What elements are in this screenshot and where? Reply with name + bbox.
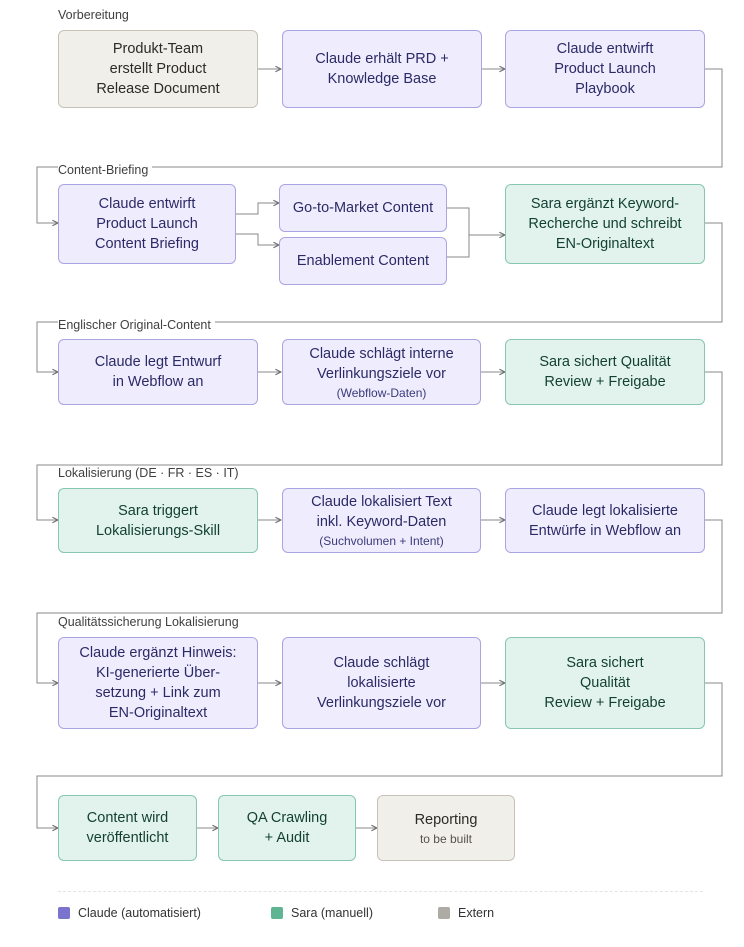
node-text: Claude entwirft [556, 41, 654, 57]
node-text: Claude schlägt interne [309, 345, 454, 362]
legend-label: Extern [458, 906, 495, 920]
node-reporting: Reporting to be built [377, 795, 515, 861]
wrap-connector-3 [36, 371, 723, 520]
section-label-englischer-content: Englischer Original-Content [58, 318, 215, 332]
legend-item-sara: Sara (manuell) [271, 906, 373, 920]
node-text: Product Launch [554, 61, 656, 77]
node-produkt-team: Produkt-Team erstellt Product Release Do… [58, 30, 258, 108]
node-interne-verlinkung: Claude schlägt interne Verlinkungsziele … [282, 339, 481, 405]
node-lokalisiert-text: Claude lokalisiert Text inkl. Keyword-Da… [282, 488, 481, 553]
node-text: Claude erhält PRD + [315, 51, 449, 67]
node-ki-hinweis: Claude ergänzt Hinweis: KI-generierte Üb… [58, 637, 258, 729]
node-text: Sara triggert [118, 502, 198, 519]
node-text: Content wird [86, 810, 169, 826]
node-text: erstellt Product [109, 61, 207, 77]
node-text: veröffentlicht [86, 830, 169, 846]
node-text: Release Document [96, 81, 220, 97]
node-text: Reporting [414, 811, 478, 828]
node-text: Product Launch [96, 216, 198, 232]
node-text: Review + Freigabe [544, 695, 666, 711]
node-text: Review + Freigabe [544, 374, 666, 390]
node-prd-knowledge-base: Claude erhält PRD + Knowledge Base [282, 30, 482, 108]
node-text: Enablement Content [296, 253, 430, 269]
arrow-merge-to-keyword [447, 207, 505, 258]
legend-swatch [271, 907, 283, 919]
node-text: Verlinkungsziele vor [317, 365, 446, 382]
legend-divider [58, 891, 703, 892]
legend-item-extern: Extern [438, 906, 494, 920]
node-text: Claude schlägt [333, 655, 430, 671]
node-qualitaet-lokalisierung: Sara sichert Qualität Review + Freigabe [505, 637, 705, 729]
node-entwurf-webflow: Claude legt Entwurf in Webflow an [58, 339, 258, 405]
node-qualitaet-en: Sara sichert Qualität Review + Freigabe [505, 339, 705, 405]
legend-swatch [58, 907, 70, 919]
node-text: Sara sichert Qualität [539, 354, 671, 370]
section-label-lokalisierung: Lokalisierung (DE · FR · ES · IT) [58, 466, 243, 480]
node-go-to-market: Go-to-Market Content [279, 184, 447, 232]
legend-label: Claude (automatisiert) [78, 906, 201, 920]
node-text: Sara sichert [566, 655, 644, 671]
wrap-connector-5 [36, 682, 723, 828]
node-text: setzung + Link zum [95, 685, 221, 701]
node-text: + Audit [264, 830, 310, 846]
node-keyword-recherche: Sara ergänzt Keyword- Recherche und schr… [505, 184, 705, 264]
node-text: Playbook [575, 81, 635, 97]
arrow-briefing-to-gtm [236, 203, 279, 215]
node-text: Claude legt lokalisierte [532, 502, 678, 519]
node-content-briefing: Claude entwirft Product Launch Content B… [58, 184, 236, 264]
node-subtext: (Webflow-Daten) [336, 385, 427, 400]
node-text: inkl. Keyword-Daten [316, 514, 447, 530]
node-text: QA Crawling [246, 810, 328, 826]
node-text: Knowledge Base [327, 71, 437, 87]
node-text: KI-generierte Über- [95, 665, 221, 681]
section-label-content-briefing: Content-Briefing [58, 163, 153, 177]
node-launch-playbook: Claude entwirft Product Launch Playbook [505, 30, 705, 108]
node-qa-crawling: QA Crawling + Audit [218, 795, 356, 861]
wrap-connector-4 [36, 519, 723, 683]
node-text: Qualität [580, 675, 630, 691]
node-enablement: Enablement Content [279, 237, 447, 285]
node-text: Claude ergänzt Hinweis: [79, 645, 237, 661]
node-text: EN-Originaltext [108, 705, 208, 721]
legend-label: Sara (manuell) [291, 906, 373, 920]
node-text: lokalisierte [347, 675, 416, 691]
node-text: EN-Originaltext [555, 236, 655, 252]
node-subtext: to be built [419, 831, 473, 846]
wrap-connector-2 [36, 222, 723, 372]
arrow-briefing-to-enablement [236, 233, 279, 245]
section-label-vorbereitung: Vorbereitung [58, 8, 133, 22]
node-text: Claude entwirft [98, 196, 196, 212]
node-text: Verlinkungsziele vor [317, 695, 446, 711]
node-lokalisierte-verlinkung: Claude schlägt lokalisierte Verlinkungsz… [282, 637, 481, 729]
node-text: Entwürfe in Webflow an [528, 522, 682, 539]
node-text: Claude lokalisiert Text [311, 494, 452, 510]
wrap-connector-1 [36, 68, 723, 223]
node-text: Recherche und schreibt [528, 216, 682, 232]
node-subtext: (Suchvolumen + Intent) [319, 534, 444, 548]
node-veroeffentlicht: Content wird veröffentlicht [58, 795, 197, 861]
node-text: Lokalisierungs-Skill [95, 522, 221, 539]
node-text: in Webflow an [112, 374, 204, 390]
node-text: Produkt-Team [112, 41, 204, 57]
node-text: Claude legt Entwurf [94, 354, 222, 370]
node-text: Content Briefing [95, 236, 199, 252]
node-text: Sara ergänzt Keyword- [530, 196, 680, 212]
node-text: Go-to-Market Content [292, 200, 434, 216]
legend-swatch [438, 907, 450, 919]
node-lokalisierungs-skill: Sara triggert Lokalisierungs-Skill [58, 488, 258, 553]
section-label-qualitaetssicherung: Qualitätssicherung Lokalisierung [58, 615, 243, 629]
node-lokalisierte-entwuerfe: Claude legt lokalisierte Entwürfe in Web… [505, 488, 705, 553]
legend-item-claude: Claude (automatisiert) [58, 906, 201, 920]
